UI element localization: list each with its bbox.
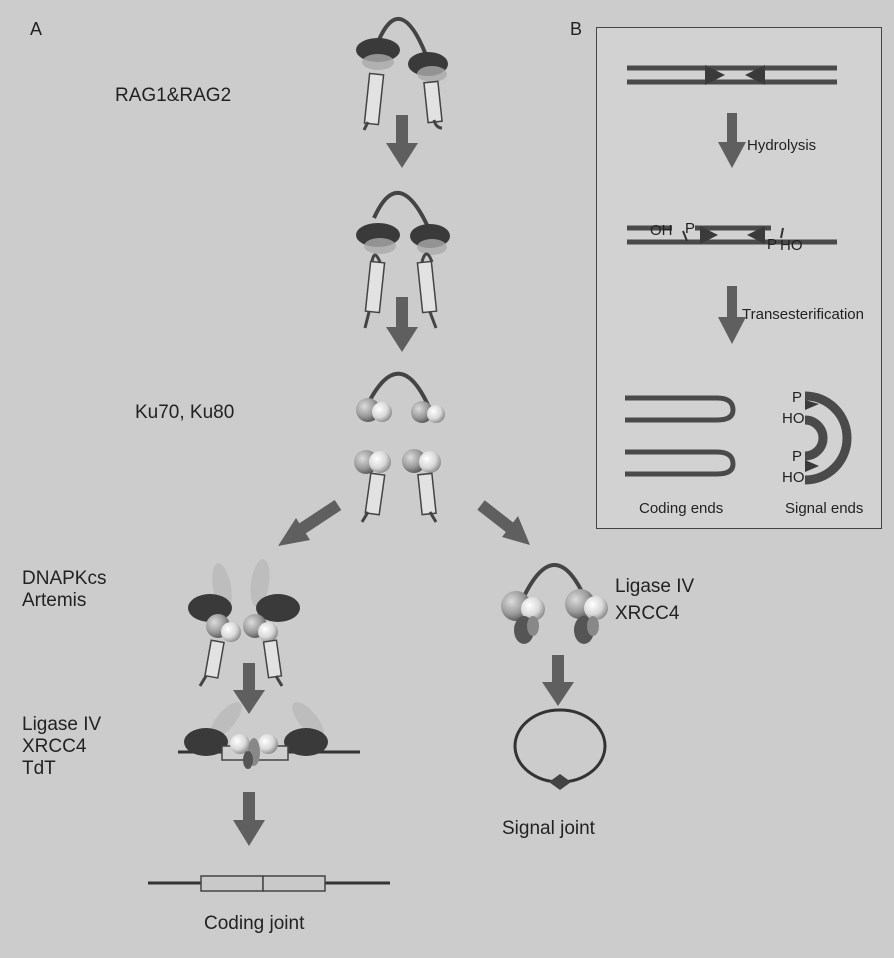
- ho-label-right: HO: [780, 235, 803, 257]
- signal-p-bottom: P: [792, 446, 802, 468]
- arrow-ku-to-signal: [481, 505, 530, 545]
- panel-b-label: B: [570, 18, 582, 40]
- ku-label: Ku70, Ku80: [135, 402, 234, 424]
- signal-ho-bottom: HO: [782, 467, 805, 489]
- rag-label: RAG1&RAG2: [115, 85, 231, 107]
- arrow-ligation-to-coding-joint: [233, 792, 265, 846]
- rag-complex: [356, 19, 448, 130]
- coding-joint: [148, 876, 390, 891]
- coding-ligation-complex: [178, 697, 360, 769]
- arrow-hairpin-to-ku: [386, 297, 418, 352]
- panel-a-label: A: [30, 18, 42, 40]
- rss-dna-top: [627, 65, 837, 85]
- hydrolysis-label: Hydrolysis: [747, 135, 816, 157]
- panel-b-canvas: [597, 28, 881, 528]
- coding-ends-hairpins: [625, 398, 733, 474]
- arrow-ku-to-coding: [278, 505, 338, 546]
- signal-joint-label: Signal joint: [502, 818, 595, 840]
- coding-ligation-ligase: Ligase IV: [22, 714, 101, 736]
- signal-ends-label: Signal ends: [785, 498, 863, 520]
- oh-label-left: OH: [650, 220, 673, 242]
- coding-ligation-tdt: TdT: [22, 758, 56, 780]
- signal-factor-ligase: Ligase IV: [615, 576, 694, 598]
- transesterification-label: Transesterification: [742, 304, 864, 326]
- coding-factor-artemis: Artemis: [22, 590, 86, 612]
- signal-ends-arcs: [805, 396, 847, 480]
- signal-ho-top: HO: [782, 408, 805, 430]
- arrow-rag-to-hairpin: [386, 115, 418, 168]
- arrow-signal-to-joint: [542, 655, 574, 706]
- signal-joint-circle: [515, 710, 605, 790]
- p-label-left: P: [685, 218, 695, 240]
- coding-joint-label: Coding joint: [204, 913, 304, 935]
- ku-complex: [354, 374, 445, 522]
- panel-b-box: Hydrolysis Transesterification OH P P HO…: [596, 27, 882, 529]
- signal-factor-xrcc4: XRCC4: [615, 603, 679, 625]
- coding-ends-label: Coding ends: [639, 498, 723, 520]
- p-label-right: P: [767, 234, 777, 256]
- hydrolysis-arrow: [718, 113, 746, 168]
- signal-p-top: P: [792, 387, 802, 409]
- signal-end-complex: [501, 565, 608, 644]
- coding-ligation-xrcc4: XRCC4: [22, 736, 86, 758]
- coding-factor-dnapkcs: DNAPKcs: [22, 568, 106, 590]
